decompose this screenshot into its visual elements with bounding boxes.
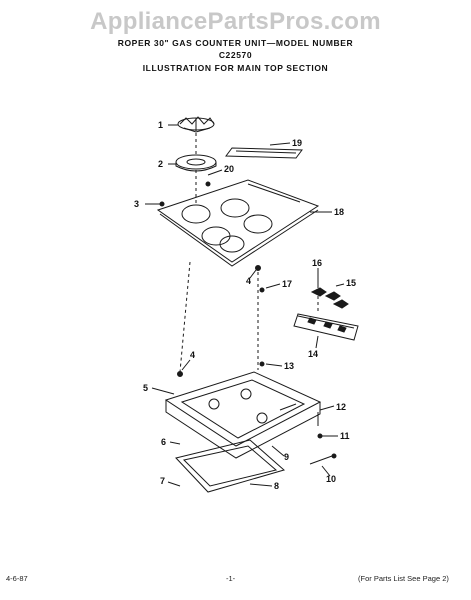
clip-17 xyxy=(259,287,265,293)
leader-5 xyxy=(151,387,175,395)
leader-8 xyxy=(249,483,273,487)
grommet-4-lower xyxy=(177,371,183,377)
leader-10 xyxy=(321,465,331,477)
callout-14: 14 xyxy=(308,349,318,359)
screw-20 xyxy=(205,169,223,187)
leader-17 xyxy=(265,283,281,289)
part-11 xyxy=(317,433,323,439)
leader-6 xyxy=(169,441,181,445)
callout-5: 5 xyxy=(143,383,148,393)
leader-19 xyxy=(269,142,291,146)
callout-1: 1 xyxy=(158,120,163,130)
model-number: C22570 xyxy=(218,50,253,60)
callout-4-lower: 4 xyxy=(190,350,195,360)
burner-ring xyxy=(175,154,217,172)
leader-7 xyxy=(167,481,181,487)
illustration-title: ILLUSTRATION FOR MAIN TOP SECTION xyxy=(142,63,329,73)
clip-13 xyxy=(259,361,265,367)
main-top-panel xyxy=(156,179,320,267)
leader-14 xyxy=(315,335,319,349)
callout-11: 11 xyxy=(340,431,350,441)
leader-9 xyxy=(271,445,285,457)
burner-head xyxy=(177,116,215,133)
callout-7: 7 xyxy=(160,476,165,486)
callout-18: 18 xyxy=(334,207,344,217)
grommet-4-upper xyxy=(255,265,261,271)
callout-8: 8 xyxy=(274,481,279,491)
leader-4b xyxy=(181,359,191,371)
callout-3: 3 xyxy=(134,199,139,209)
gasket-strip xyxy=(225,147,303,159)
guide-lines xyxy=(179,133,319,373)
rod-10 xyxy=(309,453,337,465)
callout-15: 15 xyxy=(346,278,356,288)
leader-13 xyxy=(265,363,283,367)
callout-9: 9 xyxy=(284,452,289,462)
revision-date: 4-6-87 xyxy=(6,574,28,583)
control-knobs xyxy=(310,287,349,309)
callout-16: 16 xyxy=(312,258,322,268)
model-title: ROPER 30" GAS COUNTER UNIT—MODEL NUMBER xyxy=(117,38,354,48)
callout-13: 13 xyxy=(284,361,294,371)
control-panel xyxy=(293,313,359,341)
page-number: -1- xyxy=(226,574,236,583)
callout-12: 12 xyxy=(336,402,346,412)
callout-17: 17 xyxy=(282,279,292,289)
callout-4-upper: 4 xyxy=(246,276,251,286)
bottom-pan xyxy=(164,371,322,459)
bottom-gasket xyxy=(175,439,286,493)
screw-3 xyxy=(159,201,165,207)
leader-4a xyxy=(249,269,257,279)
callout-10: 10 xyxy=(326,474,336,484)
leader-15 xyxy=(335,283,345,287)
parts-list-note: (For Parts List See Page 2) xyxy=(358,574,449,583)
callout-19: 19 xyxy=(292,138,302,148)
watermark: AppliancePartsPros.com xyxy=(90,8,381,35)
callout-20: 20 xyxy=(224,164,234,174)
callout-6: 6 xyxy=(161,437,166,447)
leader-12 xyxy=(319,405,335,411)
callout-2: 2 xyxy=(158,159,163,169)
